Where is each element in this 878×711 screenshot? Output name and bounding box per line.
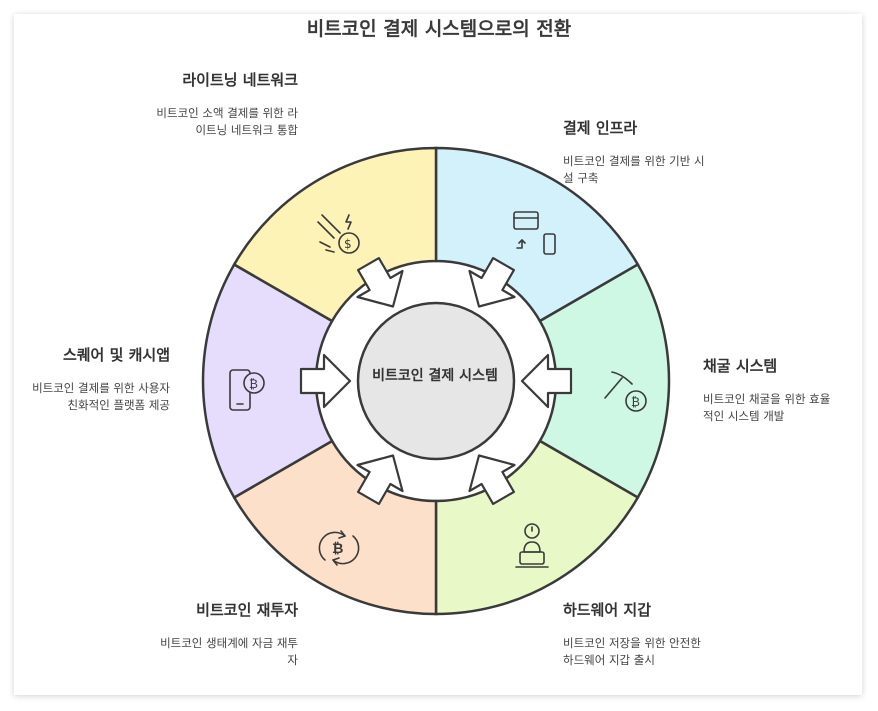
- segment-lightning: [232, 146, 438, 323]
- label-mining-system: 채굴 시스템 비트코인 채굴을 위한 효율적인 시스템 개발: [703, 356, 838, 425]
- segment-desc: 비트코인 소액 결제를 위한 라이트닝 네트워크 통합: [156, 106, 298, 137]
- segment-square-cashapp: [201, 262, 334, 500]
- segment-title: 채굴 시스템: [703, 357, 778, 375]
- mobile-bitcoin-icon: ₿: [229, 369, 265, 411]
- label-reinvest: 비트코인 재투자 비트코인 생태계에 자금 재투자: [150, 600, 298, 669]
- segment-payment-infra: [434, 146, 640, 323]
- segment-desc: 비트코인 결제를 위한 사용자 친화적인 플랫폼 제공: [32, 381, 170, 412]
- segment-mining: [538, 262, 671, 500]
- segment-reinvest: [232, 439, 438, 616]
- flow-arrow: [520, 353, 573, 409]
- label-payment-infra: 결제 인프라 비트코인 결제를 위한 기반 시설 구축: [563, 118, 713, 187]
- flow-arrow: [299, 353, 352, 409]
- segment-title: 스퀘어 및 캐시앱: [62, 346, 170, 364]
- segment-hardware-wallet: [434, 439, 640, 616]
- pickaxe-bitcoin-icon: ₿: [604, 371, 647, 412]
- svg-text:$: $: [344, 237, 352, 251]
- bitcoin-cycle-icon: ₿: [318, 530, 360, 566]
- segment-desc: 비트코인 채굴을 위한 효율적인 시스템 개발: [703, 392, 831, 423]
- flow-arrow: [356, 257, 404, 308]
- segment-title: 비트코인 재투자: [196, 601, 298, 619]
- flow-arrow: [356, 454, 404, 505]
- segment-desc: 비트코인 저장을 위한 안전한 하드웨어 지갑 출시: [563, 636, 701, 667]
- label-square-cashapp: 스퀘어 및 캐시앱 비트코인 결제를 위한 사용자 친화적인 플랫폼 제공: [20, 345, 170, 414]
- segment-desc: 비트코인 생태계에 자금 재투자: [160, 636, 298, 667]
- svg-text:₿: ₿: [332, 541, 343, 557]
- label-hardware-wallet: 하드웨어 지갑 비트코인 저장을 위한 안전한 하드웨어 지갑 출시: [563, 600, 703, 669]
- center-circle: [356, 301, 516, 461]
- segment-title: 라이트닝 네트워크: [182, 71, 298, 89]
- svg-text:₿: ₿: [631, 395, 640, 409]
- center-label: 비트코인 결제 시스템: [372, 368, 498, 384]
- segment-title: 하드웨어 지갑: [563, 601, 652, 619]
- label-lightning: 라이트닝 네트워크 비트코인 소액 결제를 위한 라이트닝 네트워크 통합: [150, 70, 298, 139]
- segment-desc: 비트코인 결제를 위한 기반 시설 구축: [563, 154, 705, 185]
- flow-arrow: [468, 454, 516, 505]
- flow-arrow: [468, 257, 516, 308]
- lightning-coin-icon: $: [317, 214, 360, 254]
- wallet-phone-icon: [513, 211, 556, 255]
- segment-title: 결제 인프라: [563, 119, 638, 137]
- hardware-wallet-icon: [515, 523, 549, 568]
- diagram-title: 비트코인 결제 시스템으로의 전환: [306, 18, 572, 40]
- svg-text:₿: ₿: [249, 377, 258, 391]
